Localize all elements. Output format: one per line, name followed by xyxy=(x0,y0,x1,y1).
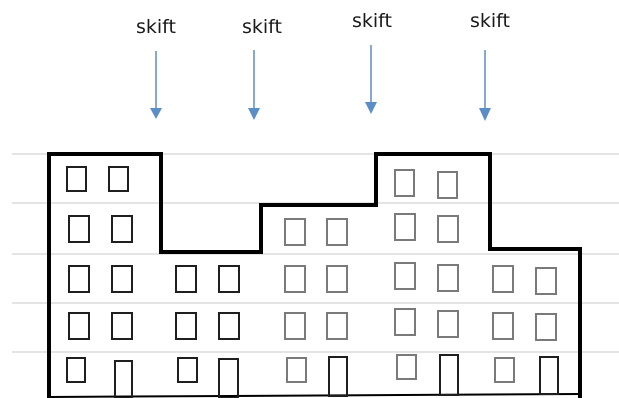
building-ground xyxy=(48,393,581,398)
window xyxy=(535,267,557,295)
windows-middle-section xyxy=(284,218,348,397)
door xyxy=(539,356,559,395)
shift-label-1: skift xyxy=(136,16,176,38)
arrow-down-icon xyxy=(150,51,162,119)
arrow-down-icon xyxy=(365,45,377,114)
window xyxy=(394,213,416,241)
window xyxy=(111,215,133,243)
window xyxy=(326,265,348,293)
shift-arrows xyxy=(150,45,491,121)
window xyxy=(111,265,133,293)
window xyxy=(394,308,416,336)
window xyxy=(437,264,459,292)
window xyxy=(326,218,348,246)
window xyxy=(394,262,416,290)
window xyxy=(437,171,458,199)
window xyxy=(175,265,197,293)
windows-right-tower xyxy=(394,169,459,396)
window xyxy=(284,218,306,246)
door xyxy=(328,356,348,397)
window xyxy=(175,312,197,340)
windows-low-section xyxy=(175,265,240,398)
window xyxy=(396,354,417,380)
shift-label-3: skift xyxy=(352,10,392,32)
arrow-down-icon xyxy=(479,50,491,121)
window xyxy=(66,357,86,383)
door xyxy=(218,358,239,398)
window xyxy=(492,265,514,293)
building-outline xyxy=(47,152,582,398)
window xyxy=(66,166,87,192)
window xyxy=(326,312,348,340)
window xyxy=(284,312,306,340)
window xyxy=(437,310,459,338)
window xyxy=(218,265,240,293)
window xyxy=(177,357,198,383)
window xyxy=(492,312,514,340)
door xyxy=(114,360,133,398)
windows-right-low-section xyxy=(492,265,559,395)
window xyxy=(68,215,90,243)
window xyxy=(218,312,240,340)
window xyxy=(286,357,307,383)
shift-label-2: skift xyxy=(242,16,282,38)
shift-labels: skift skift skift skift xyxy=(136,10,510,38)
windows-left-tower xyxy=(66,166,133,398)
window xyxy=(494,357,515,383)
shift-label-4: skift xyxy=(470,10,510,32)
window xyxy=(437,215,459,243)
window xyxy=(68,265,90,293)
window xyxy=(535,313,557,341)
floor-lines xyxy=(12,153,619,353)
window xyxy=(284,265,306,293)
door xyxy=(439,354,459,396)
window xyxy=(68,312,90,340)
window xyxy=(111,312,133,340)
window xyxy=(394,169,415,197)
window xyxy=(108,166,129,192)
arrow-down-icon xyxy=(248,50,260,120)
